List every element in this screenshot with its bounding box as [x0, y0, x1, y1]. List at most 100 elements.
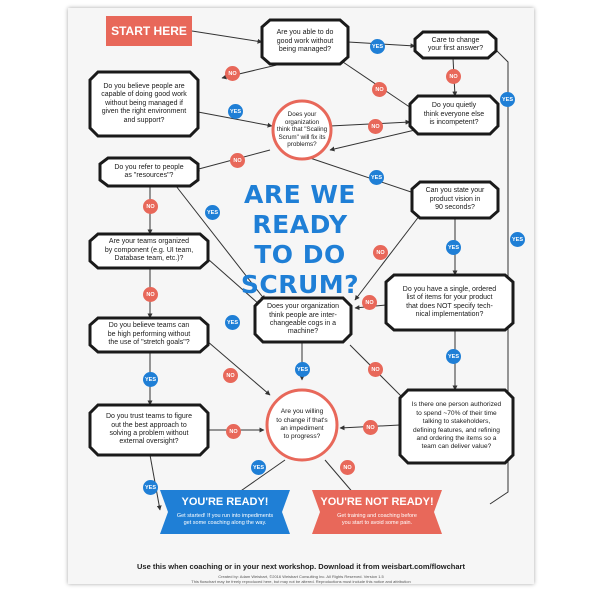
no-badge: NO	[362, 295, 377, 310]
node-text: organization	[284, 118, 320, 126]
node-text: the use of "stretch goals"?	[108, 339, 190, 347]
yes-badge: YES	[205, 205, 220, 220]
node-shape-one-person	[398, 388, 515, 465]
node-text: that does NOT specify tech-	[406, 302, 493, 310]
main-title: ARE WE READY TO DO SCRUM?	[230, 180, 370, 300]
node-text: solving a problem without	[109, 430, 189, 437]
node-text: your first answer?	[427, 45, 484, 52]
node-text: defining features, and refining	[413, 426, 500, 434]
node-shape-able	[260, 18, 350, 66]
node-text: Do you refer to people	[114, 163, 184, 171]
node-text: external oversight?	[119, 438, 179, 446]
node-shape-resources	[98, 156, 200, 188]
node-shape-ordered	[384, 273, 515, 332]
title-line: READY TO DO	[252, 210, 348, 269]
flow-arrow	[354, 214, 421, 301]
yes-badge: YES	[225, 315, 240, 330]
ready-text: get some coaching along the way.	[183, 520, 267, 526]
node-text: Are your teams organized	[108, 238, 190, 246]
flow-arrow	[309, 157, 421, 196]
no-badge: NO	[372, 82, 387, 97]
no-badge: NO	[373, 245, 388, 260]
node-text: and ordering the items so a	[416, 434, 497, 442]
node-text: without being managed if	[105, 99, 183, 107]
node-text: machine?	[287, 328, 319, 336]
node-shape-vision	[410, 180, 500, 220]
node-text: Can you state your	[425, 187, 485, 195]
node-text: to spend ~70% of their time	[416, 409, 497, 417]
yes-badge: YES	[500, 92, 515, 107]
node-shape-scaling	[271, 99, 333, 161]
node-text: be high performing without	[107, 330, 191, 338]
node-shape-cogs	[253, 296, 353, 344]
node-text: product vision in	[429, 195, 481, 203]
flow-arrow	[175, 185, 266, 301]
node-shape-care	[413, 30, 498, 60]
yes-badge: YES	[228, 104, 243, 119]
flow-arrow	[234, 459, 286, 496]
flow-arrow	[191, 30, 263, 44]
node-text: as "resources"?	[124, 172, 174, 179]
node-shape-quietly	[408, 94, 500, 136]
node-text: to change if that's	[276, 416, 328, 424]
node-shape-trust	[88, 403, 210, 457]
node-text: Do you believe people are	[103, 82, 185, 90]
start-here-banner: START HERE	[106, 16, 192, 46]
yes-badge: YES	[143, 372, 158, 387]
node-text: Do you quietly	[431, 102, 477, 110]
node-text: think that "Scaling	[276, 126, 328, 134]
node-text: problems?	[287, 141, 317, 149]
title-line: ARE WE	[243, 180, 357, 209]
yes-badge: YES	[143, 480, 158, 495]
node-text: Scrum" will fix its	[278, 133, 326, 141]
yes-badge: YES	[295, 362, 310, 377]
node-text: team can deliver value?	[421, 443, 492, 451]
node-text: Do you trust teams to figure	[106, 413, 192, 421]
node-text: think people are inter-	[269, 311, 337, 319]
node-text: talking to stakeholders,	[422, 418, 491, 426]
node-text: good work without	[276, 37, 334, 45]
no-badge: NO	[368, 119, 383, 134]
no-badge: NO	[223, 368, 238, 383]
node-text: 90 seconds?	[435, 204, 475, 212]
flow-arrow	[324, 459, 356, 496]
yes-badge: YES	[370, 39, 385, 54]
no-badge: NO	[446, 69, 461, 84]
node-text: Do you believe teams can	[108, 322, 190, 330]
no-badge: NO	[226, 424, 241, 439]
node-shape-willing	[265, 388, 339, 462]
ready-box	[160, 490, 290, 534]
node-text: an impediment	[280, 425, 324, 432]
no-badge: NO	[225, 66, 240, 81]
node-text: Does your organization	[267, 303, 339, 311]
node-text: think everyone else	[423, 110, 485, 118]
node-text: capable of doing good work	[101, 91, 187, 99]
node-text: and support?	[123, 116, 165, 124]
node-text: to progress?	[283, 433, 321, 441]
ready-text: Get started! If you run into impediments	[176, 513, 274, 519]
node-text: list of items for your product	[406, 294, 493, 302]
flow-arrow	[197, 111, 273, 128]
node-text: is incompetent?	[429, 119, 479, 127]
node-text: Are you willing	[280, 408, 324, 416]
ready-subtitle: Get started! If you run into impediments…	[165, 513, 285, 527]
node-text: nical implementation?	[415, 310, 484, 318]
no-badge: NO	[363, 420, 378, 435]
node-text: Care to change	[431, 36, 480, 44]
node-text: given the right environment	[101, 108, 187, 116]
node-text: Do you have a single, ordered	[402, 285, 497, 293]
no-badge: NO	[143, 287, 158, 302]
node-text: by component (e.g. UI team,	[104, 246, 194, 254]
